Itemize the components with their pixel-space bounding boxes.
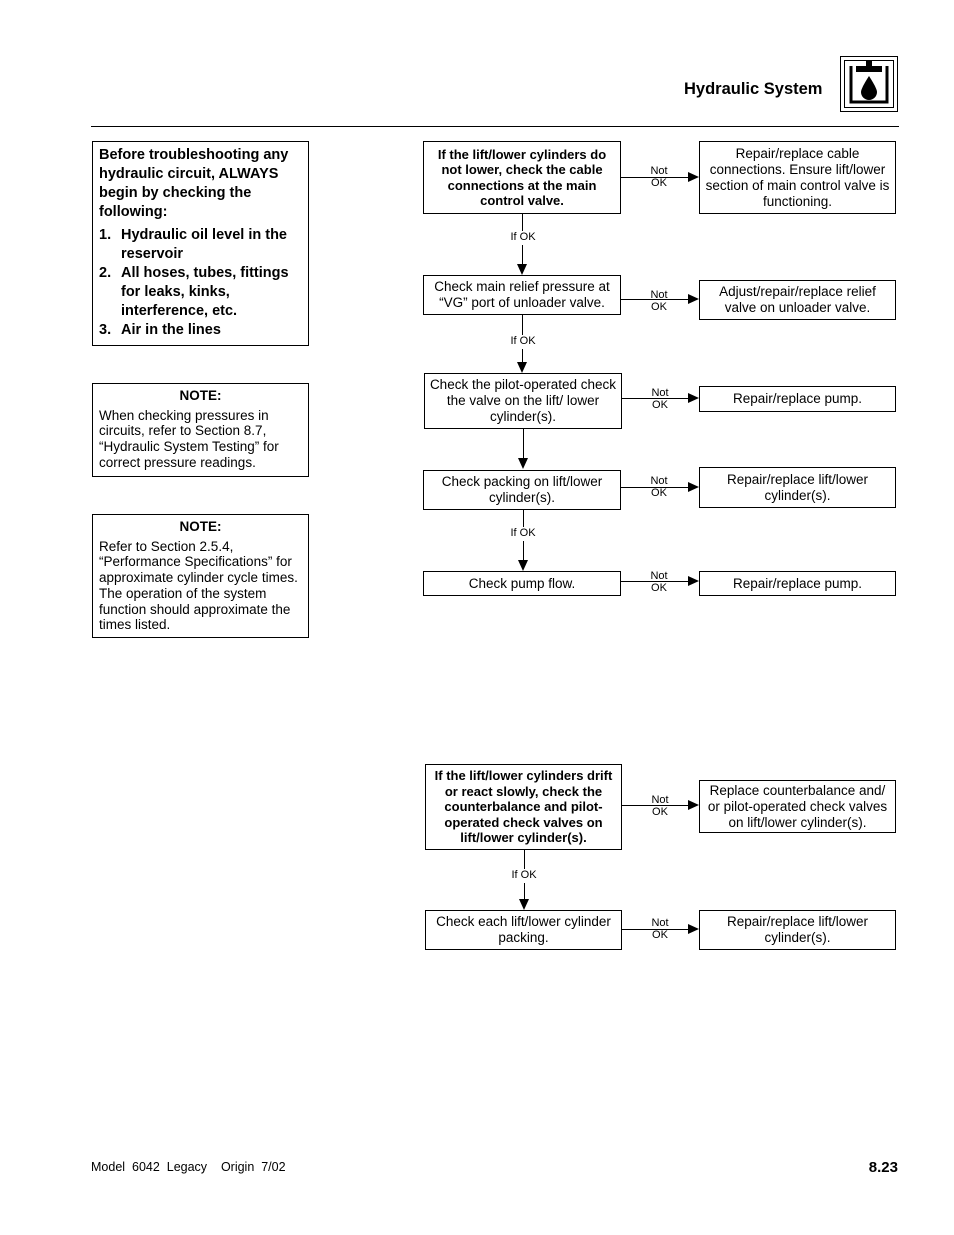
check-box: If the lift/lower cylinders do not lower… — [423, 141, 621, 214]
connector — [523, 541, 524, 561]
action-box: Repair/replace pump. — [699, 571, 896, 596]
connector — [621, 177, 689, 178]
action-box: Adjust/repair/replace relief valve on un… — [699, 280, 896, 320]
if-ok-label: If OK — [510, 527, 536, 539]
arrow-down — [518, 560, 528, 571]
check-box: Check the pilot-operated check the valve… — [424, 373, 622, 429]
connector — [621, 487, 689, 488]
connector — [524, 850, 525, 869]
precheck-intro: Before troubleshooting any hydraulic cir… — [99, 147, 289, 220]
note-title: NOTE: — [179, 519, 222, 534]
note-box-cycle-times: NOTE: Refer to Section 2.5.4, “Performan… — [92, 514, 309, 638]
action-box: Replace counterbalance and/ or pilot-ope… — [699, 780, 896, 833]
connector — [622, 929, 689, 930]
connector — [622, 398, 689, 399]
check-box: Check main relief pressure at “VG” port … — [423, 275, 621, 315]
connector — [522, 245, 523, 265]
page-number: 8.23 — [868, 1159, 898, 1176]
precheck-item: 3.Air in the lines — [99, 322, 221, 338]
connector — [523, 510, 524, 527]
precheck-box: Before troubleshooting any hydraulic cir… — [92, 141, 309, 346]
arrow-right — [688, 294, 699, 304]
arrow-down — [519, 899, 529, 910]
note-box-pressures: NOTE: When checking pressures in circuit… — [92, 383, 309, 477]
check-box: Check packing on lift/lower cylinder(s). — [423, 470, 621, 510]
precheck-list: 1.Hydraulic oil level in the reservoir 2… — [99, 226, 302, 340]
connector — [524, 883, 525, 900]
action-box: Repair/replace cable connections. Ensure… — [699, 141, 896, 214]
action-box: Repair/replace lift/lower cylinder(s). — [699, 467, 896, 508]
footer-model-info: Model 6042 Legacy Origin 7/02 — [91, 1160, 286, 1174]
connector — [622, 805, 689, 806]
hydraulic-system-icon — [840, 56, 898, 112]
precheck-item: 2.All hoses, tubes, fittings for leaks, … — [99, 265, 289, 319]
arrow-right — [688, 172, 699, 182]
connector — [522, 214, 523, 231]
if-ok-label: If OK — [510, 231, 536, 243]
check-box: If the lift/lower cylinders drift or rea… — [425, 764, 622, 850]
arrow-right — [688, 576, 699, 586]
arrow-right — [688, 924, 699, 934]
arrow-down — [518, 458, 528, 469]
note-title: NOTE: — [179, 388, 222, 403]
page-header-title: Hydraulic System — [684, 80, 823, 98]
arrow-right — [688, 800, 699, 810]
connector — [621, 299, 689, 300]
check-box: Check each lift/lower cylinder packing. — [425, 910, 622, 950]
arrow-right — [688, 393, 699, 403]
connector — [621, 581, 689, 582]
check-box: Check pump flow. — [423, 571, 621, 596]
action-box: Repair/replace lift/lower cylinder(s). — [699, 910, 896, 950]
note-text: Refer to Section 2.5.4, “Performance Spe… — [99, 538, 298, 633]
if-ok-label: If OK — [510, 335, 536, 347]
note-text: When checking pressures in circuits, ref… — [99, 407, 279, 470]
if-ok-label: If OK — [511, 869, 537, 881]
arrow-down — [517, 264, 527, 275]
arrow-right — [688, 482, 699, 492]
action-box: Repair/replace pump. — [699, 386, 896, 412]
header-rule — [91, 126, 899, 127]
precheck-item: 1.Hydraulic oil level in the reservoir — [99, 227, 287, 262]
connector — [522, 315, 523, 335]
connector — [522, 349, 523, 363]
connector — [523, 429, 524, 459]
arrow-down — [517, 362, 527, 373]
